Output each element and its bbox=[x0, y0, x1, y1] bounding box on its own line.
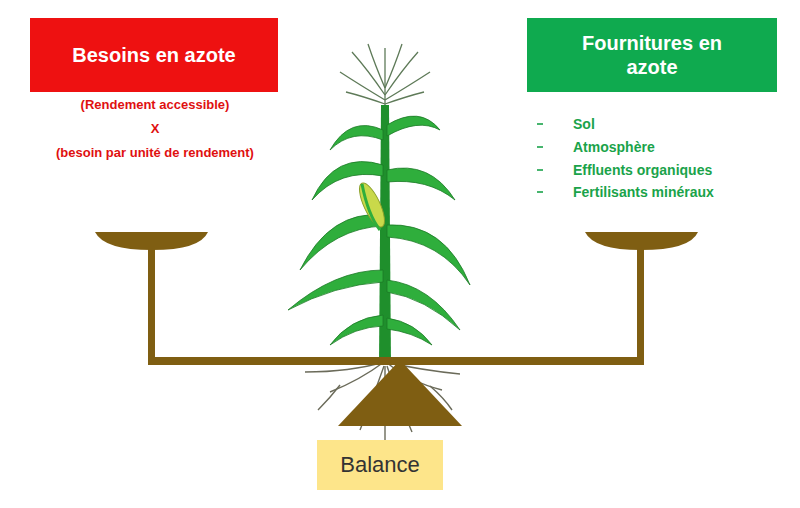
balance-scale bbox=[95, 232, 698, 426]
need-formula: (besoin par unité de rendement) bbox=[56, 145, 254, 161]
plant-tassel bbox=[340, 44, 430, 110]
box-text: Balance bbox=[340, 452, 420, 478]
need-formula: (Rendement accessible) bbox=[81, 97, 230, 113]
box-text: Fournitures en azote bbox=[557, 31, 747, 79]
multiply-sign: X bbox=[151, 121, 160, 137]
maize-ear bbox=[355, 180, 390, 230]
supply-item: Atmosphère bbox=[573, 139, 655, 156]
list-dashes bbox=[537, 124, 543, 192]
box-text: Besoins en azote bbox=[72, 43, 235, 67]
supply-item: Effluents organiques bbox=[573, 162, 712, 179]
plant-leaves bbox=[288, 116, 470, 345]
need-box: Besoins en azote bbox=[30, 18, 278, 92]
supply-box: Fournitures en azote bbox=[527, 18, 777, 92]
supply-item: Fertilisants minéraux bbox=[573, 184, 714, 201]
supply-item: Sol bbox=[573, 116, 595, 133]
balance-box: Balance bbox=[317, 440, 443, 490]
